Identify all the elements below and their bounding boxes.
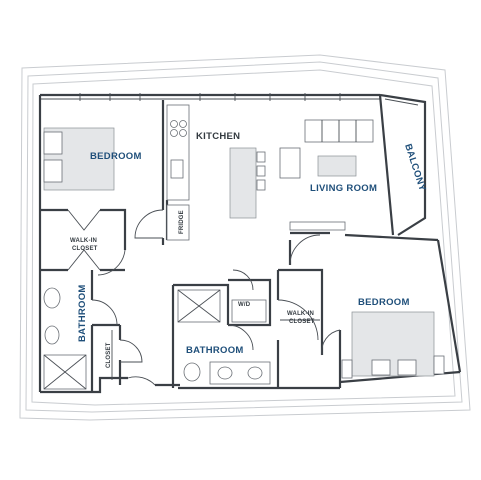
kitchen-counter-icon [166,104,190,201]
coffee-table-icon [317,155,357,177]
living-room-label: LIVING ROOM [310,183,377,194]
wd-label: W/D [238,302,251,308]
site-outline [19,54,471,421]
bed-2-icon [351,311,435,377]
tv-console-icon [289,221,346,231]
windows [79,93,341,101]
bathroom-1-label: BATHROOM [77,284,88,342]
kitchen-island-icon [229,147,257,219]
sink-1-icon [43,287,61,309]
fridge-label: FRIDGE [179,210,185,234]
washer-dryer-icon [231,299,267,323]
walk-in-closet-2-label-line2: CLOSET [289,319,315,325]
toilet-2-icon [183,362,201,382]
toilet-1-icon [44,325,60,345]
walls [38,93,462,394]
walk-in-closet-1-label-line2: CLOSET [72,246,98,252]
bedroom-1-label: BEDROOM [90,151,142,162]
doors [67,209,341,386]
armchair-icon [279,147,301,179]
fixtures [43,104,445,390]
fridge-icon [166,204,190,241]
closet-label: CLOSET [106,342,112,368]
walk-in-closet-1-label-line1: WALK-IN [70,238,97,244]
kitchen-label: KITCHEN [196,131,240,142]
walk-in-closet-2-label-line1: WALK-IN [287,311,314,317]
bathroom-2-label: BATHROOM [186,345,244,356]
bedroom-2-label: BEDROOM [358,297,410,308]
